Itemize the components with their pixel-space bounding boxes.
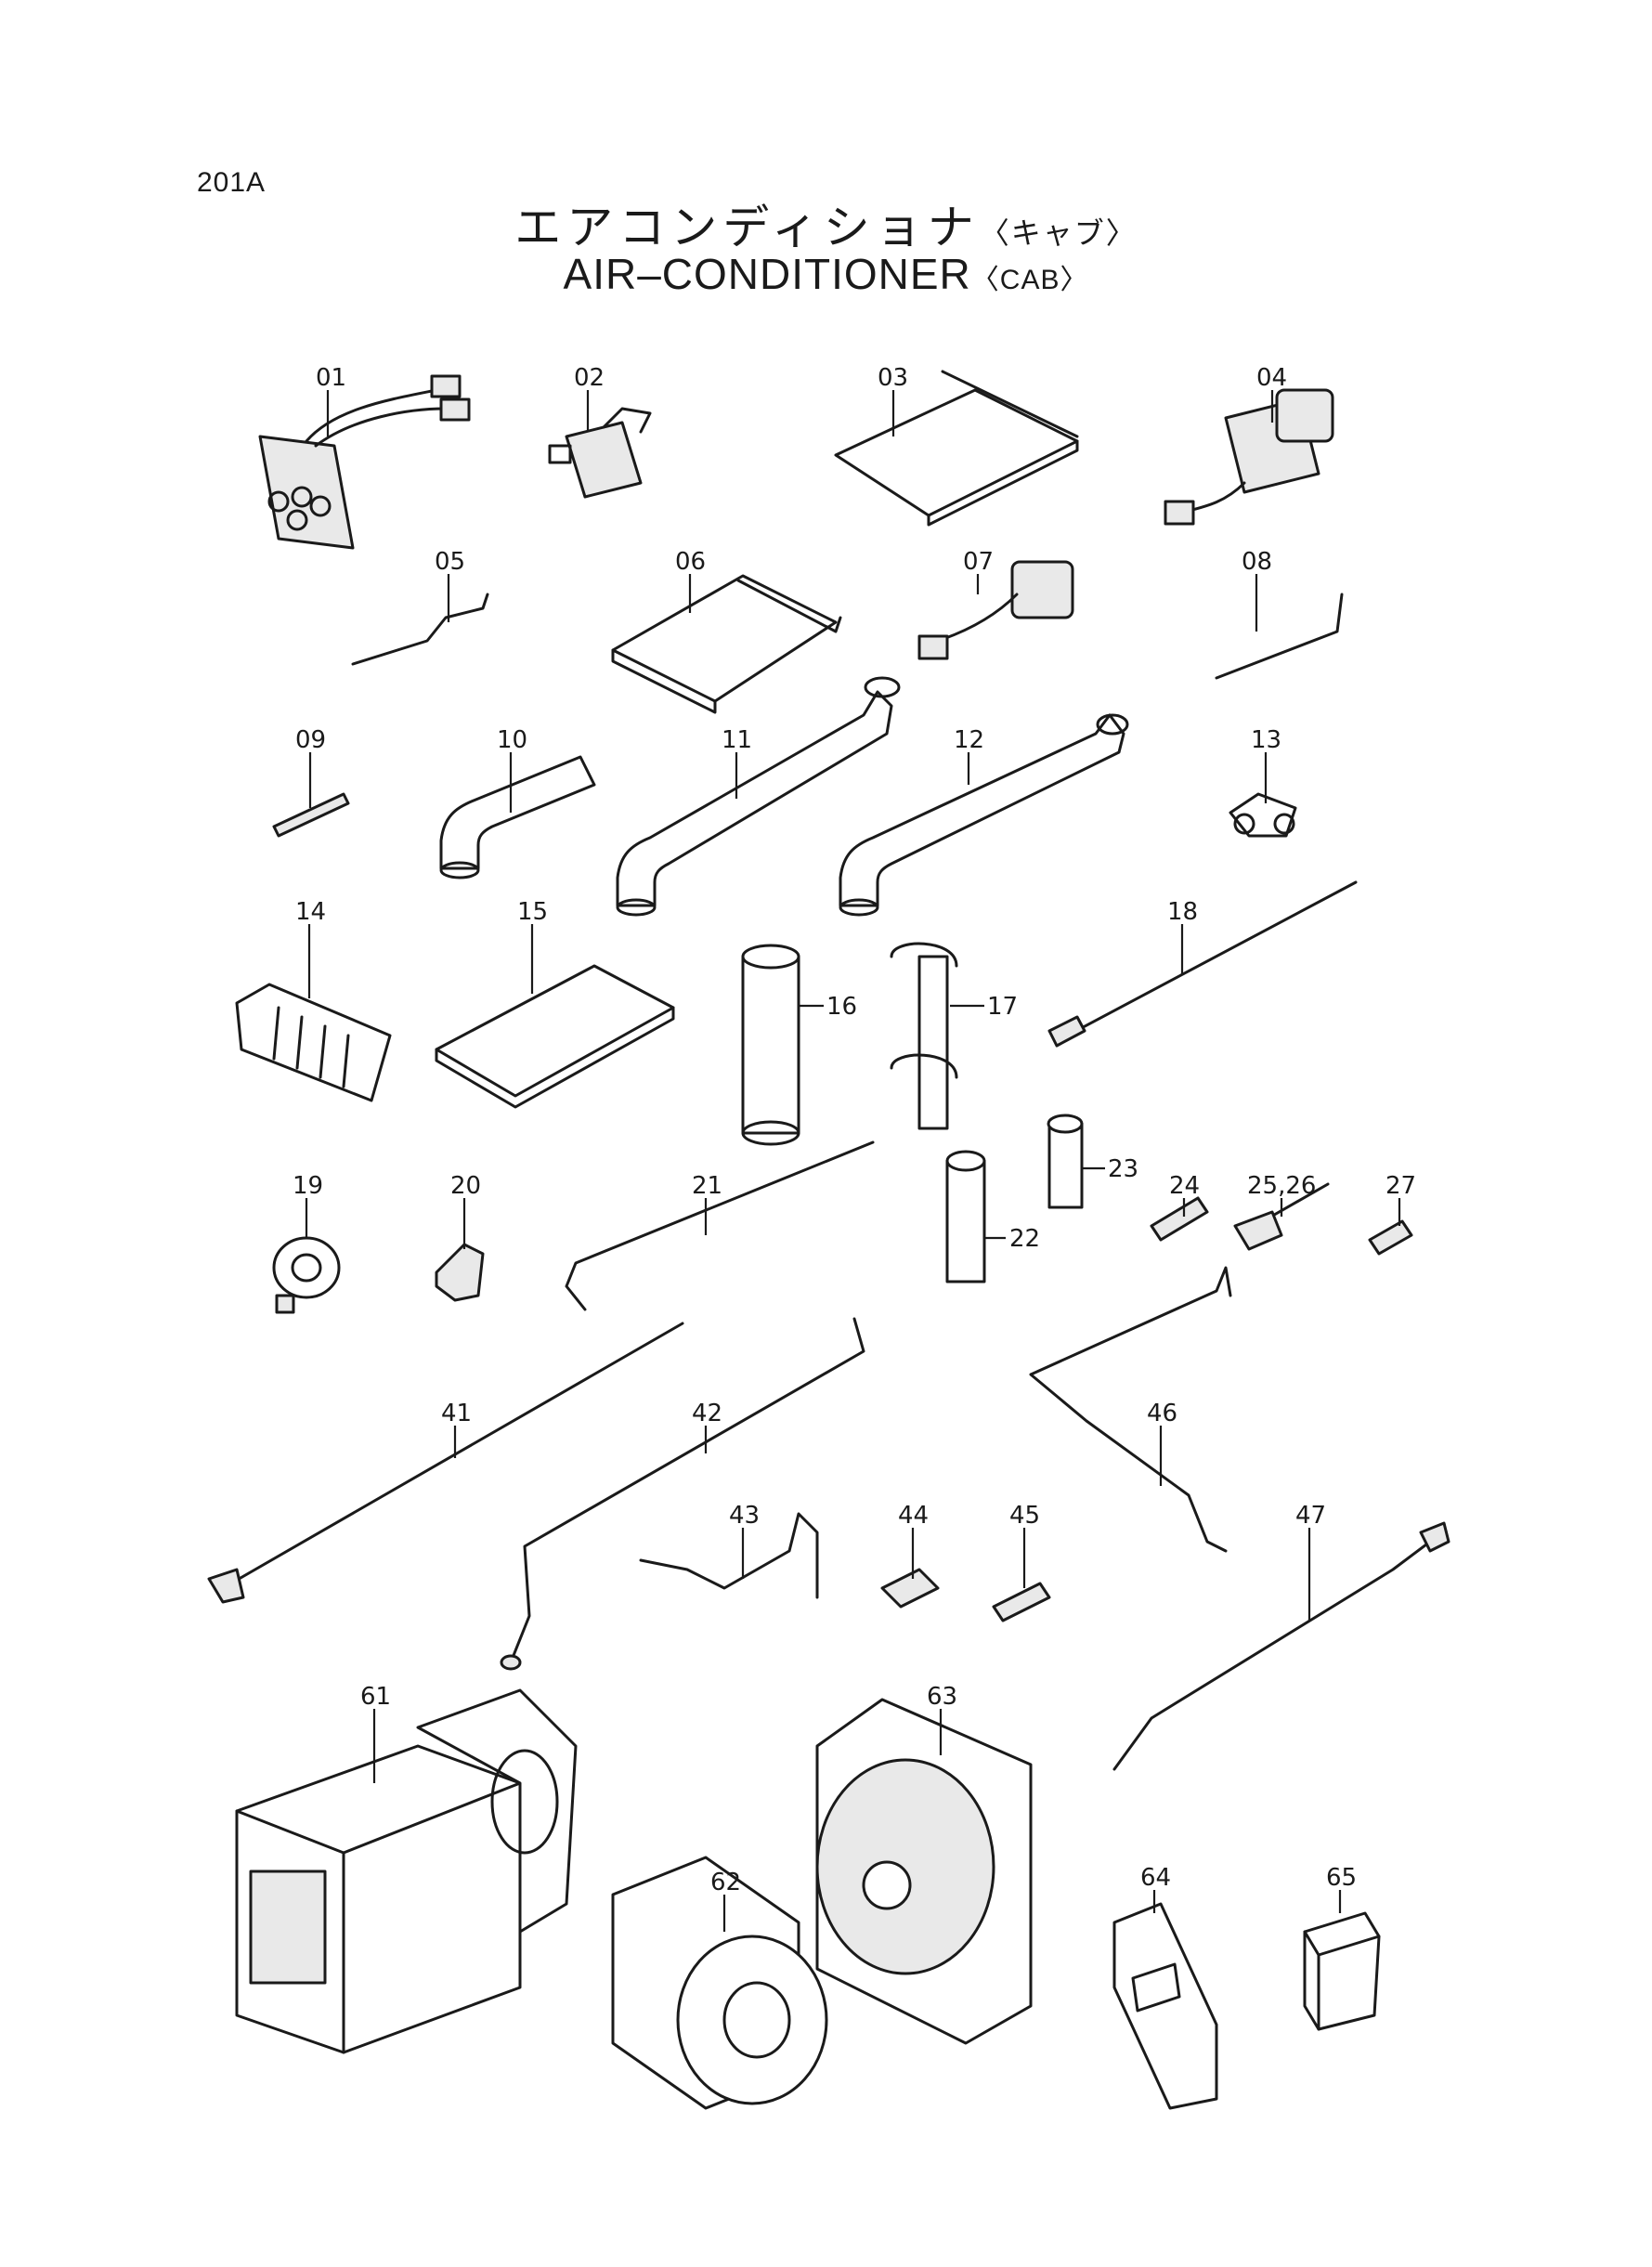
callout-45: 45 — [1009, 1502, 1040, 1530]
callout-46: 46 — [1147, 1400, 1177, 1427]
part-21-tube[interactable] — [565, 1140, 875, 1311]
part-15-filter-box[interactable] — [435, 964, 675, 1109]
callout-08: 08 — [1242, 548, 1272, 576]
part-04-actuator[interactable] — [1164, 388, 1334, 526]
part-47-hose[interactable] — [1112, 1521, 1450, 1771]
callout-11: 11 — [722, 726, 752, 754]
callout-12: 12 — [954, 726, 984, 754]
part-43-tube[interactable] — [639, 1512, 819, 1599]
callout-27: 27 — [1385, 1172, 1416, 1200]
callout-20: 20 — [450, 1172, 481, 1200]
part-45-t-fitting[interactable] — [992, 1582, 1051, 1622]
part-41-hose[interactable] — [207, 1322, 684, 1604]
callout-19: 19 — [293, 1172, 323, 1200]
callout-03: 03 — [878, 364, 908, 392]
callout-24: 24 — [1169, 1172, 1200, 1200]
callout-41: 41 — [441, 1400, 472, 1427]
part-42-hose[interactable] — [500, 1317, 865, 1671]
callout-02: 02 — [574, 364, 605, 392]
part-17-bracket[interactable] — [890, 942, 958, 1130]
title-jp-sub: 〈キャブ〉 — [979, 215, 1138, 251]
part-12-duct[interactable] — [839, 713, 1129, 917]
callout-13: 13 — [1251, 726, 1281, 754]
part-24-fitting[interactable] — [1150, 1196, 1209, 1242]
part-20-clip[interactable] — [435, 1243, 485, 1302]
callout-16: 16 — [826, 993, 857, 1021]
callout-42: 42 — [692, 1400, 722, 1427]
part-06-filter[interactable] — [611, 574, 842, 714]
callout-04: 04 — [1256, 364, 1287, 392]
callout-47: 47 — [1295, 1502, 1326, 1530]
part-44-valve[interactable] — [880, 1568, 940, 1609]
part-07-actuator[interactable] — [917, 560, 1074, 660]
part-13-elbow[interactable] — [1229, 792, 1297, 838]
callout-18: 18 — [1167, 898, 1198, 926]
page-number: 201A — [197, 167, 267, 198]
callout-14: 14 — [295, 898, 326, 926]
callout-09: 09 — [295, 726, 326, 754]
part-25-26-sensor[interactable] — [1233, 1182, 1330, 1251]
part-27-bolt[interactable] — [1368, 1219, 1413, 1256]
part-09-pin[interactable] — [272, 792, 350, 838]
callout-43: 43 — [729, 1502, 760, 1530]
part-02-relay[interactable] — [548, 407, 652, 499]
callout-15: 15 — [517, 898, 548, 926]
part-23-canister[interactable] — [1047, 1114, 1084, 1209]
part-03-filter[interactable] — [834, 370, 1079, 527]
part-64-controller[interactable] — [1112, 1902, 1218, 2110]
part-16-receiver-dryer[interactable] — [741, 944, 800, 1146]
part-65-relay[interactable] — [1303, 1911, 1381, 2031]
part-46-hose[interactable] — [1029, 1266, 1232, 1553]
callout-labels: 01 02 03 04 05 06 07 08 09 10 11 12 13 1… — [293, 364, 1416, 1896]
part-18-rod[interactable] — [1047, 880, 1358, 1048]
part-08-rod[interactable] — [1215, 593, 1344, 680]
page-title-english: AIR–CONDITIONER〈CAB〉 — [0, 249, 1652, 299]
callout-05: 05 — [435, 548, 465, 576]
part-62-compressor[interactable] — [611, 1856, 828, 2110]
part-61-hvac-unit[interactable] — [235, 1688, 578, 2054]
callout-21: 21 — [692, 1172, 722, 1200]
part-11-duct[interactable] — [616, 676, 901, 917]
part-05-rod[interactable] — [351, 593, 489, 666]
leader-lines — [305, 390, 1401, 1932]
callout-64: 64 — [1140, 1864, 1171, 1892]
title-jp-main: エアコンディショナ — [514, 201, 980, 254]
callout-07: 07 — [963, 548, 994, 576]
callout-23: 23 — [1108, 1155, 1138, 1183]
part-14-vent[interactable] — [235, 983, 392, 1102]
callout-63: 63 — [927, 1683, 957, 1711]
callout-61: 61 — [360, 1683, 391, 1711]
part-19-pulley[interactable] — [272, 1236, 341, 1314]
callout-01: 01 — [316, 364, 346, 392]
callout-62: 62 — [710, 1869, 741, 1896]
part-22-canister[interactable] — [945, 1150, 986, 1283]
part-01-switch-panel[interactable] — [258, 374, 471, 550]
callout-06: 06 — [675, 548, 706, 576]
title-en-sub: 〈CAB〉 — [970, 265, 1089, 295]
callout-22: 22 — [1009, 1225, 1040, 1253]
part-63-condenser-fan[interactable] — [815, 1698, 1033, 2045]
callout-44: 44 — [898, 1502, 929, 1530]
callout-65: 65 — [1326, 1864, 1357, 1892]
callout-25-26: 25,26 — [1247, 1172, 1316, 1200]
callout-10: 10 — [497, 726, 527, 754]
page-title-japanese: エアコンディショナ〈キャブ〉 — [0, 190, 1652, 257]
part-10-duct[interactable] — [439, 755, 596, 879]
title-en-main: AIR–CONDITIONER — [563, 250, 971, 298]
callout-17: 17 — [987, 993, 1018, 1021]
